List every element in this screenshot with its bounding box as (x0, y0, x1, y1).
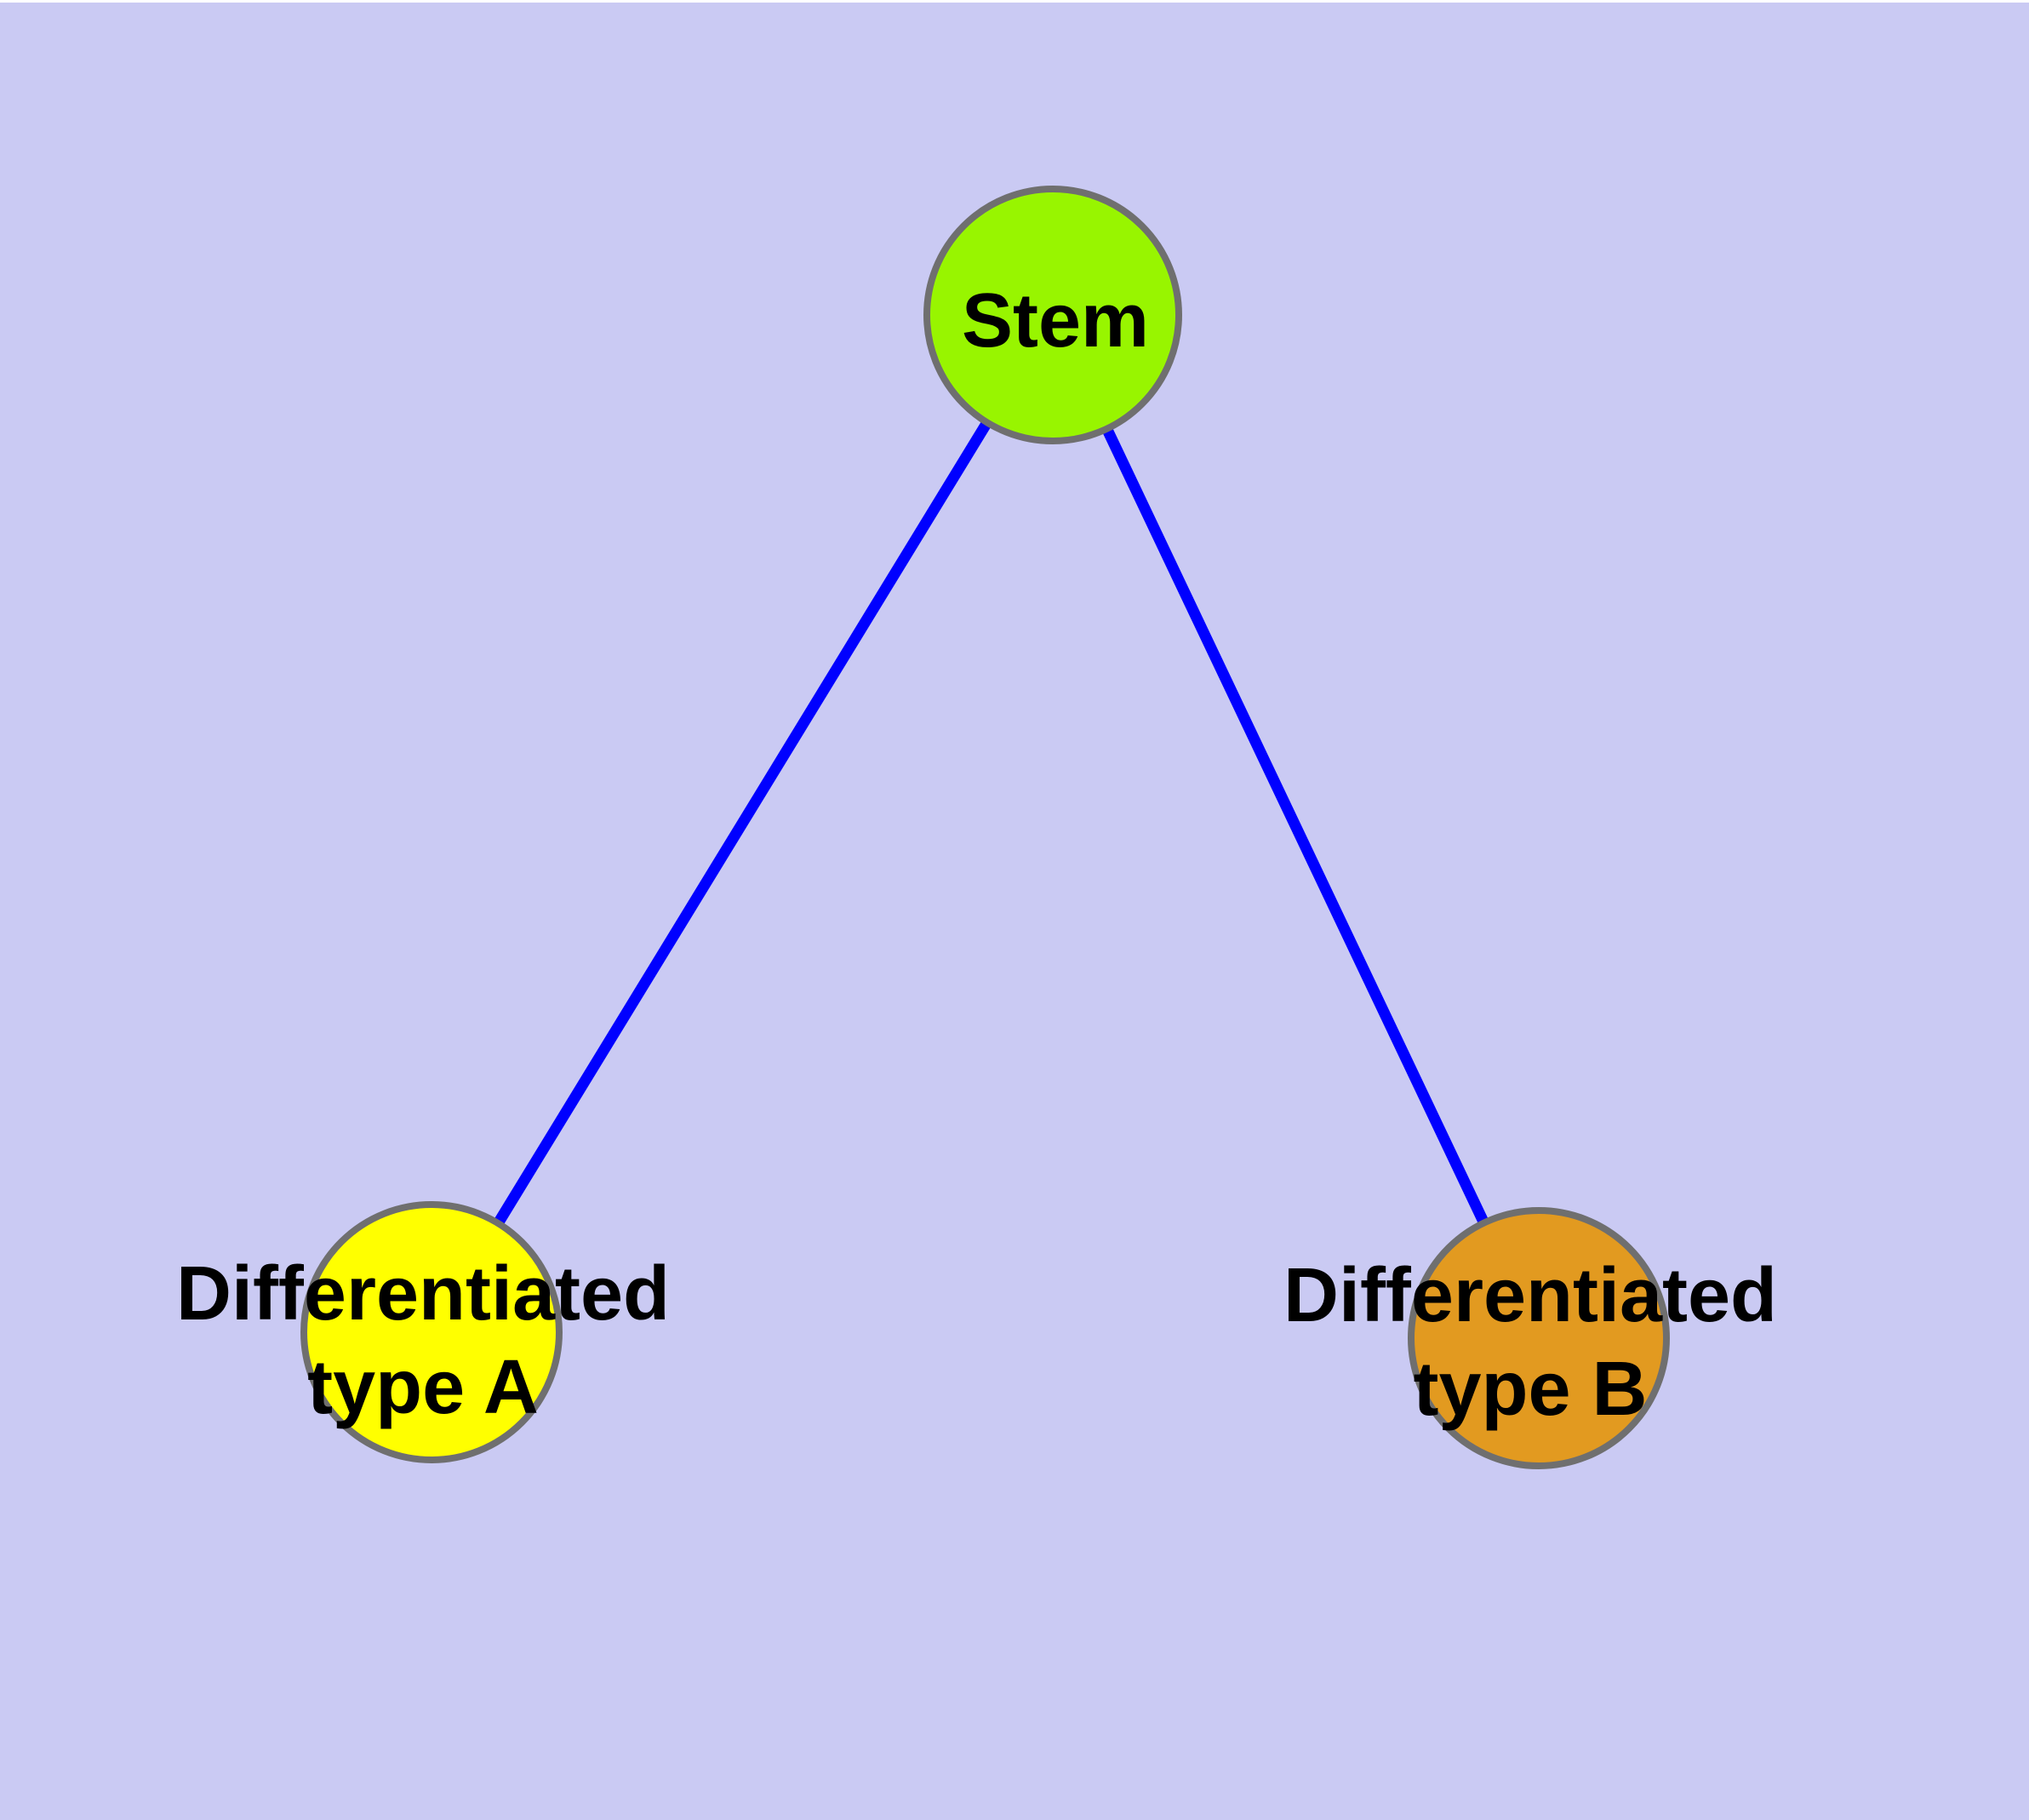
differentiated-type-a-label-line-1: Differentiated (176, 1251, 670, 1336)
differentiated-type-b-label-line-1: Differentiated (1283, 1253, 1777, 1338)
differentiated-type-a-label: Differentiated type A (176, 1251, 670, 1430)
top-white-strip (0, 0, 2029, 3)
stem-node (923, 186, 1182, 444)
differentiated-type-b-node (1408, 1207, 1670, 1469)
differentiated-type-a-node (300, 1201, 563, 1463)
edge-stem-to-differentiated-type-a (426, 312, 1058, 1336)
stem-label: Stem (962, 278, 1149, 363)
differentiated-type-b-label: Differentiated type B (1283, 1253, 1777, 1432)
stem-label-line-1: Stem (962, 278, 1149, 363)
differentiated-type-a-label-line-2: type A (307, 1345, 539, 1430)
differentiated-type-b-label-line-2: type B (1413, 1347, 1647, 1432)
edge-stem-to-differentiated-type-b (1048, 312, 1544, 1341)
